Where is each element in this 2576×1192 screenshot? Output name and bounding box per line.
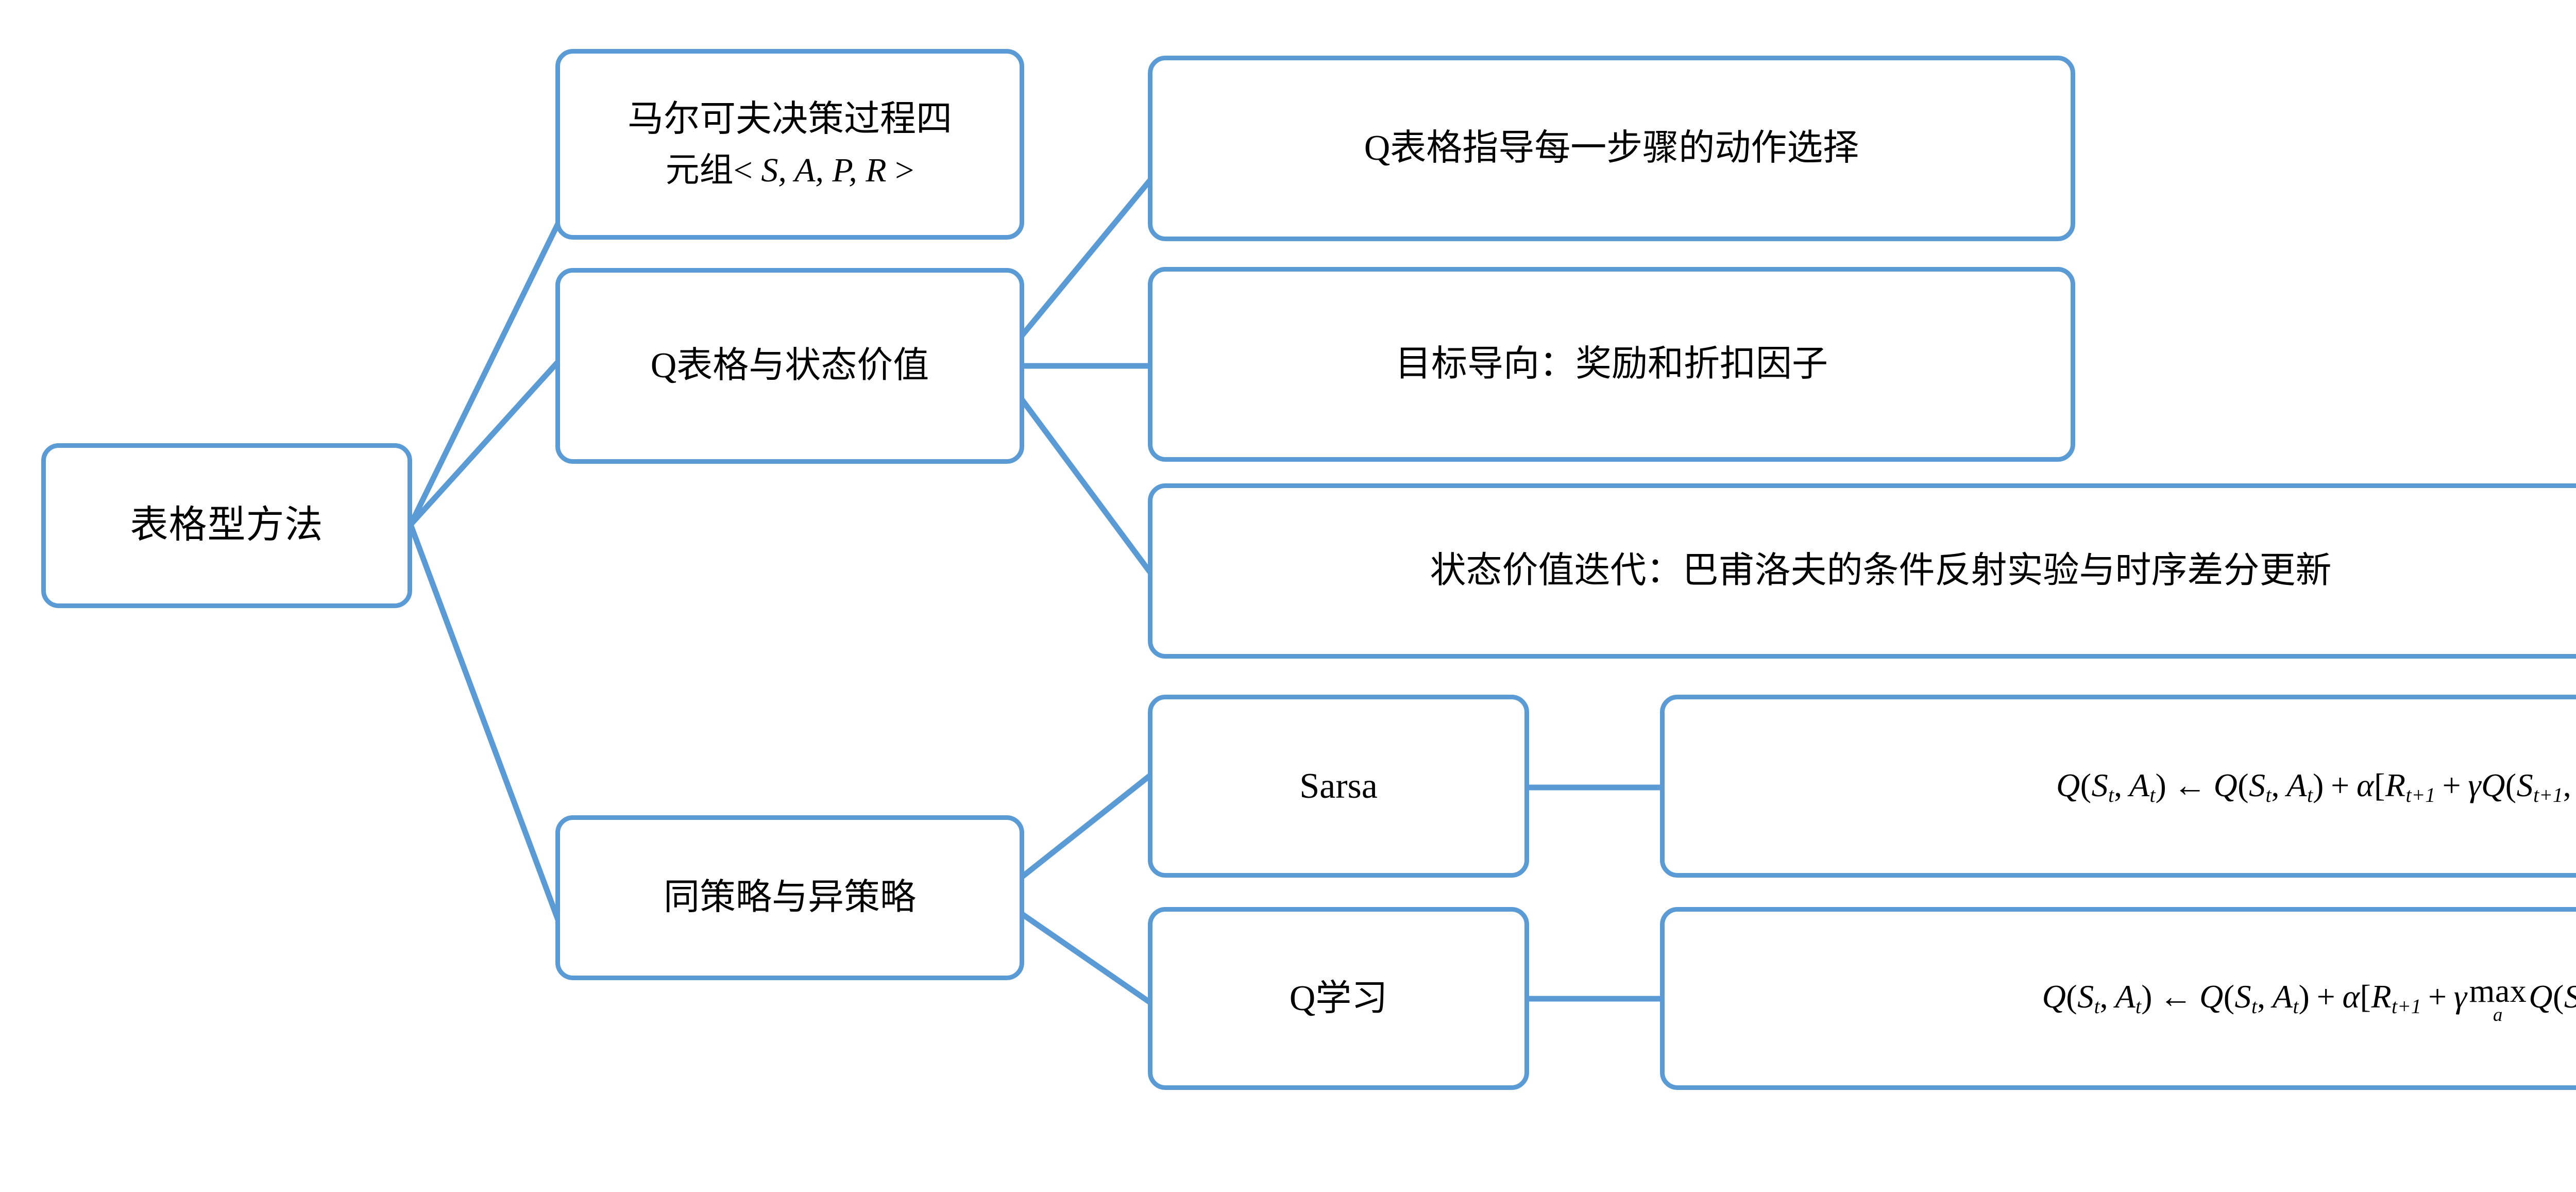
node-root[interactable]: 表格型方法 [41, 443, 412, 608]
node-state-value-iteration[interactable]: 状态价值迭代：巴甫洛夫的条件反射实验与时序差分更新 [1148, 483, 2576, 659]
node-q-table-state-value[interactable]: Q表格与状态价值 [555, 268, 1024, 464]
node-q-guides-action[interactable]: Q表格指导每一步骤的动作选择 [1148, 56, 2075, 241]
node-q-learning[interactable]: Q学习 [1148, 907, 1529, 1090]
node-sarsa-formula[interactable]: Q(St, At) ← Q(St, At) + α[Rt+1 + γQ(St+1… [1660, 695, 2576, 878]
node-goal-oriented-label: 目标导向：奖励和折扣因子 [1395, 344, 1828, 384]
link-root-to-mdp [408, 220, 562, 526]
sarsa-formula-text: Q(St, At) ← Q(St, At) + α[Rt+1 + γQ(St+1… [2056, 767, 2572, 807]
node-state-value-iteration-label: 状态价值迭代：巴甫洛夫的条件反射实验与时序差分更新 [1430, 551, 2332, 591]
node-sarsa-label: Sarsa [1299, 766, 1378, 806]
mdp-suffix: > [886, 151, 914, 189]
node-q-guides-action-label: Q表格指导每一步骤的动作选择 [1364, 128, 1859, 169]
node-q-table-state-value-label: Q表格与状态价值 [650, 346, 929, 386]
node-goal-oriented[interactable]: 目标导向：奖励和折扣因子 [1148, 267, 2075, 462]
node-mdp-tuple[interactable]: 马尔可夫决策过程四 元组< S, A, P, R > [555, 49, 1024, 240]
node-sarsa[interactable]: Sarsa [1148, 695, 1529, 878]
node-on-off-policy[interactable]: 同策略与异策略 [555, 815, 1024, 980]
node-mdp-tuple-label-line2: 元组< S, A, P, R > [666, 146, 914, 195]
node-mdp-tuple-label-line1: 马尔可夫决策过程四 [628, 99, 952, 140]
node-q-learning-label: Q学习 [1289, 978, 1388, 1018]
node-on-off-policy-label: 同策略与异策略 [664, 878, 916, 918]
link-root-to-onoffpolicy [408, 524, 562, 924]
mdp-vars: S, A, P, R [761, 151, 887, 189]
mdp-prefix: 元组< [665, 151, 761, 189]
node-root-label: 表格型方法 [130, 504, 324, 547]
link-root-to-qtable [408, 359, 562, 527]
